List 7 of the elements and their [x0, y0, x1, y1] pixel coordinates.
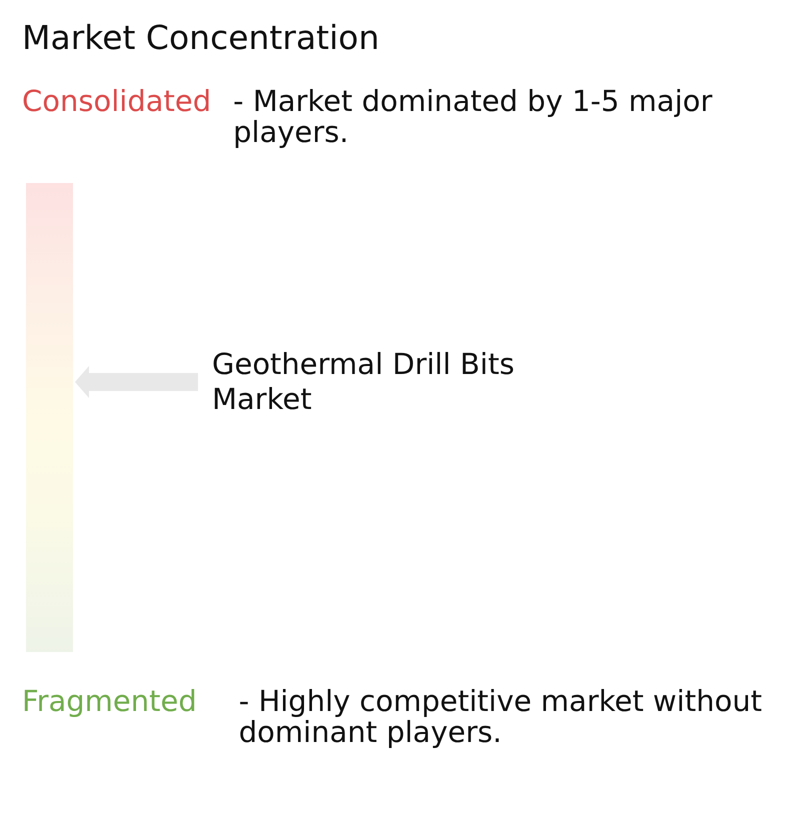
category-heading: Fragmented [22, 686, 197, 717]
market-label: Geothermal Drill Bits Market [198, 347, 562, 417]
chart-title: Market Concentration [22, 17, 380, 59]
category-description: - Highly competitive market without dominant players. [238, 686, 763, 748]
category-heading: Consolidated [22, 86, 212, 117]
gradient-bar [26, 183, 73, 652]
category-description: - Market dominated by 1-5 major players. [233, 86, 714, 148]
